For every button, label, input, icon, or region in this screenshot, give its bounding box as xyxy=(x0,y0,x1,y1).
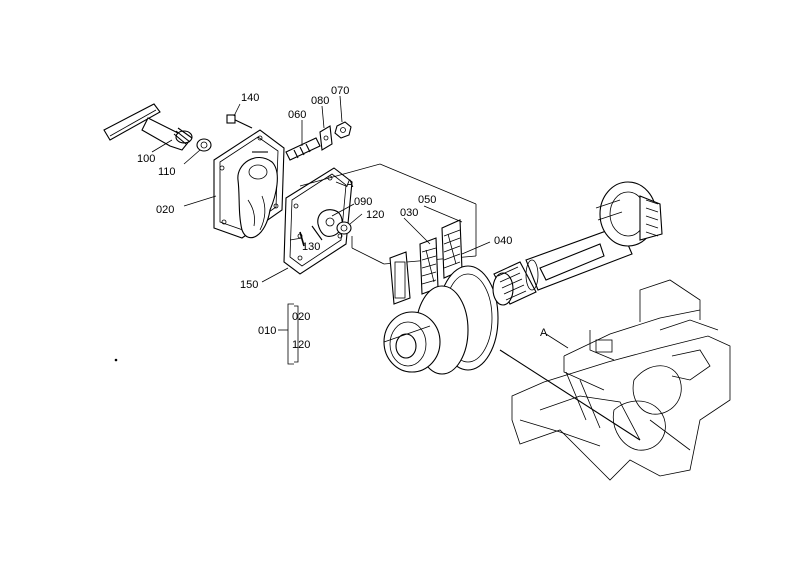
assembly-child-020-label: 020 xyxy=(292,311,310,323)
cover-plate-part xyxy=(213,129,285,239)
leader-lines xyxy=(151,95,569,349)
pin-part xyxy=(299,231,305,247)
stray-dot xyxy=(114,358,118,362)
assembly-bracket xyxy=(278,303,299,365)
label-part-150: 150 xyxy=(240,279,258,291)
assembly-parent-label: 010 xyxy=(258,325,276,337)
lever-arm-part xyxy=(103,103,193,151)
label-ref-a-lower: A xyxy=(540,327,548,339)
shaft-part xyxy=(285,137,321,161)
label-part-080: 080 xyxy=(311,95,329,107)
label-part-140: 140 xyxy=(241,92,259,104)
label-part-130: 130 xyxy=(302,241,320,253)
label-part-120: 120 xyxy=(366,209,384,221)
pinion-shaft-part xyxy=(492,181,663,306)
assembly-child-120-label: 120 xyxy=(292,339,310,351)
label-part-050: 050 xyxy=(418,194,436,206)
label-ref-a-upper: A xyxy=(346,178,354,190)
label-part-060: 060 xyxy=(288,109,306,121)
transmission-housing xyxy=(499,279,731,481)
label-part-100: 100 xyxy=(137,153,155,165)
lock-plate-part xyxy=(319,125,333,151)
washer-part xyxy=(196,138,212,152)
label-part-030: 030 xyxy=(400,207,418,219)
clutch-hub-part xyxy=(383,265,499,375)
label-part-070: 070 xyxy=(331,85,349,97)
reference-frame-lines xyxy=(299,163,477,265)
label-part-090: 090 xyxy=(354,196,372,208)
label-part-110: 110 xyxy=(158,166,176,178)
label-part-040: 040 xyxy=(494,235,512,247)
nut-part xyxy=(334,121,352,139)
label-part-020: 020 xyxy=(156,204,174,216)
bushing-part xyxy=(336,221,352,235)
bolt-part xyxy=(226,114,253,129)
friction-plate-part xyxy=(389,219,463,305)
